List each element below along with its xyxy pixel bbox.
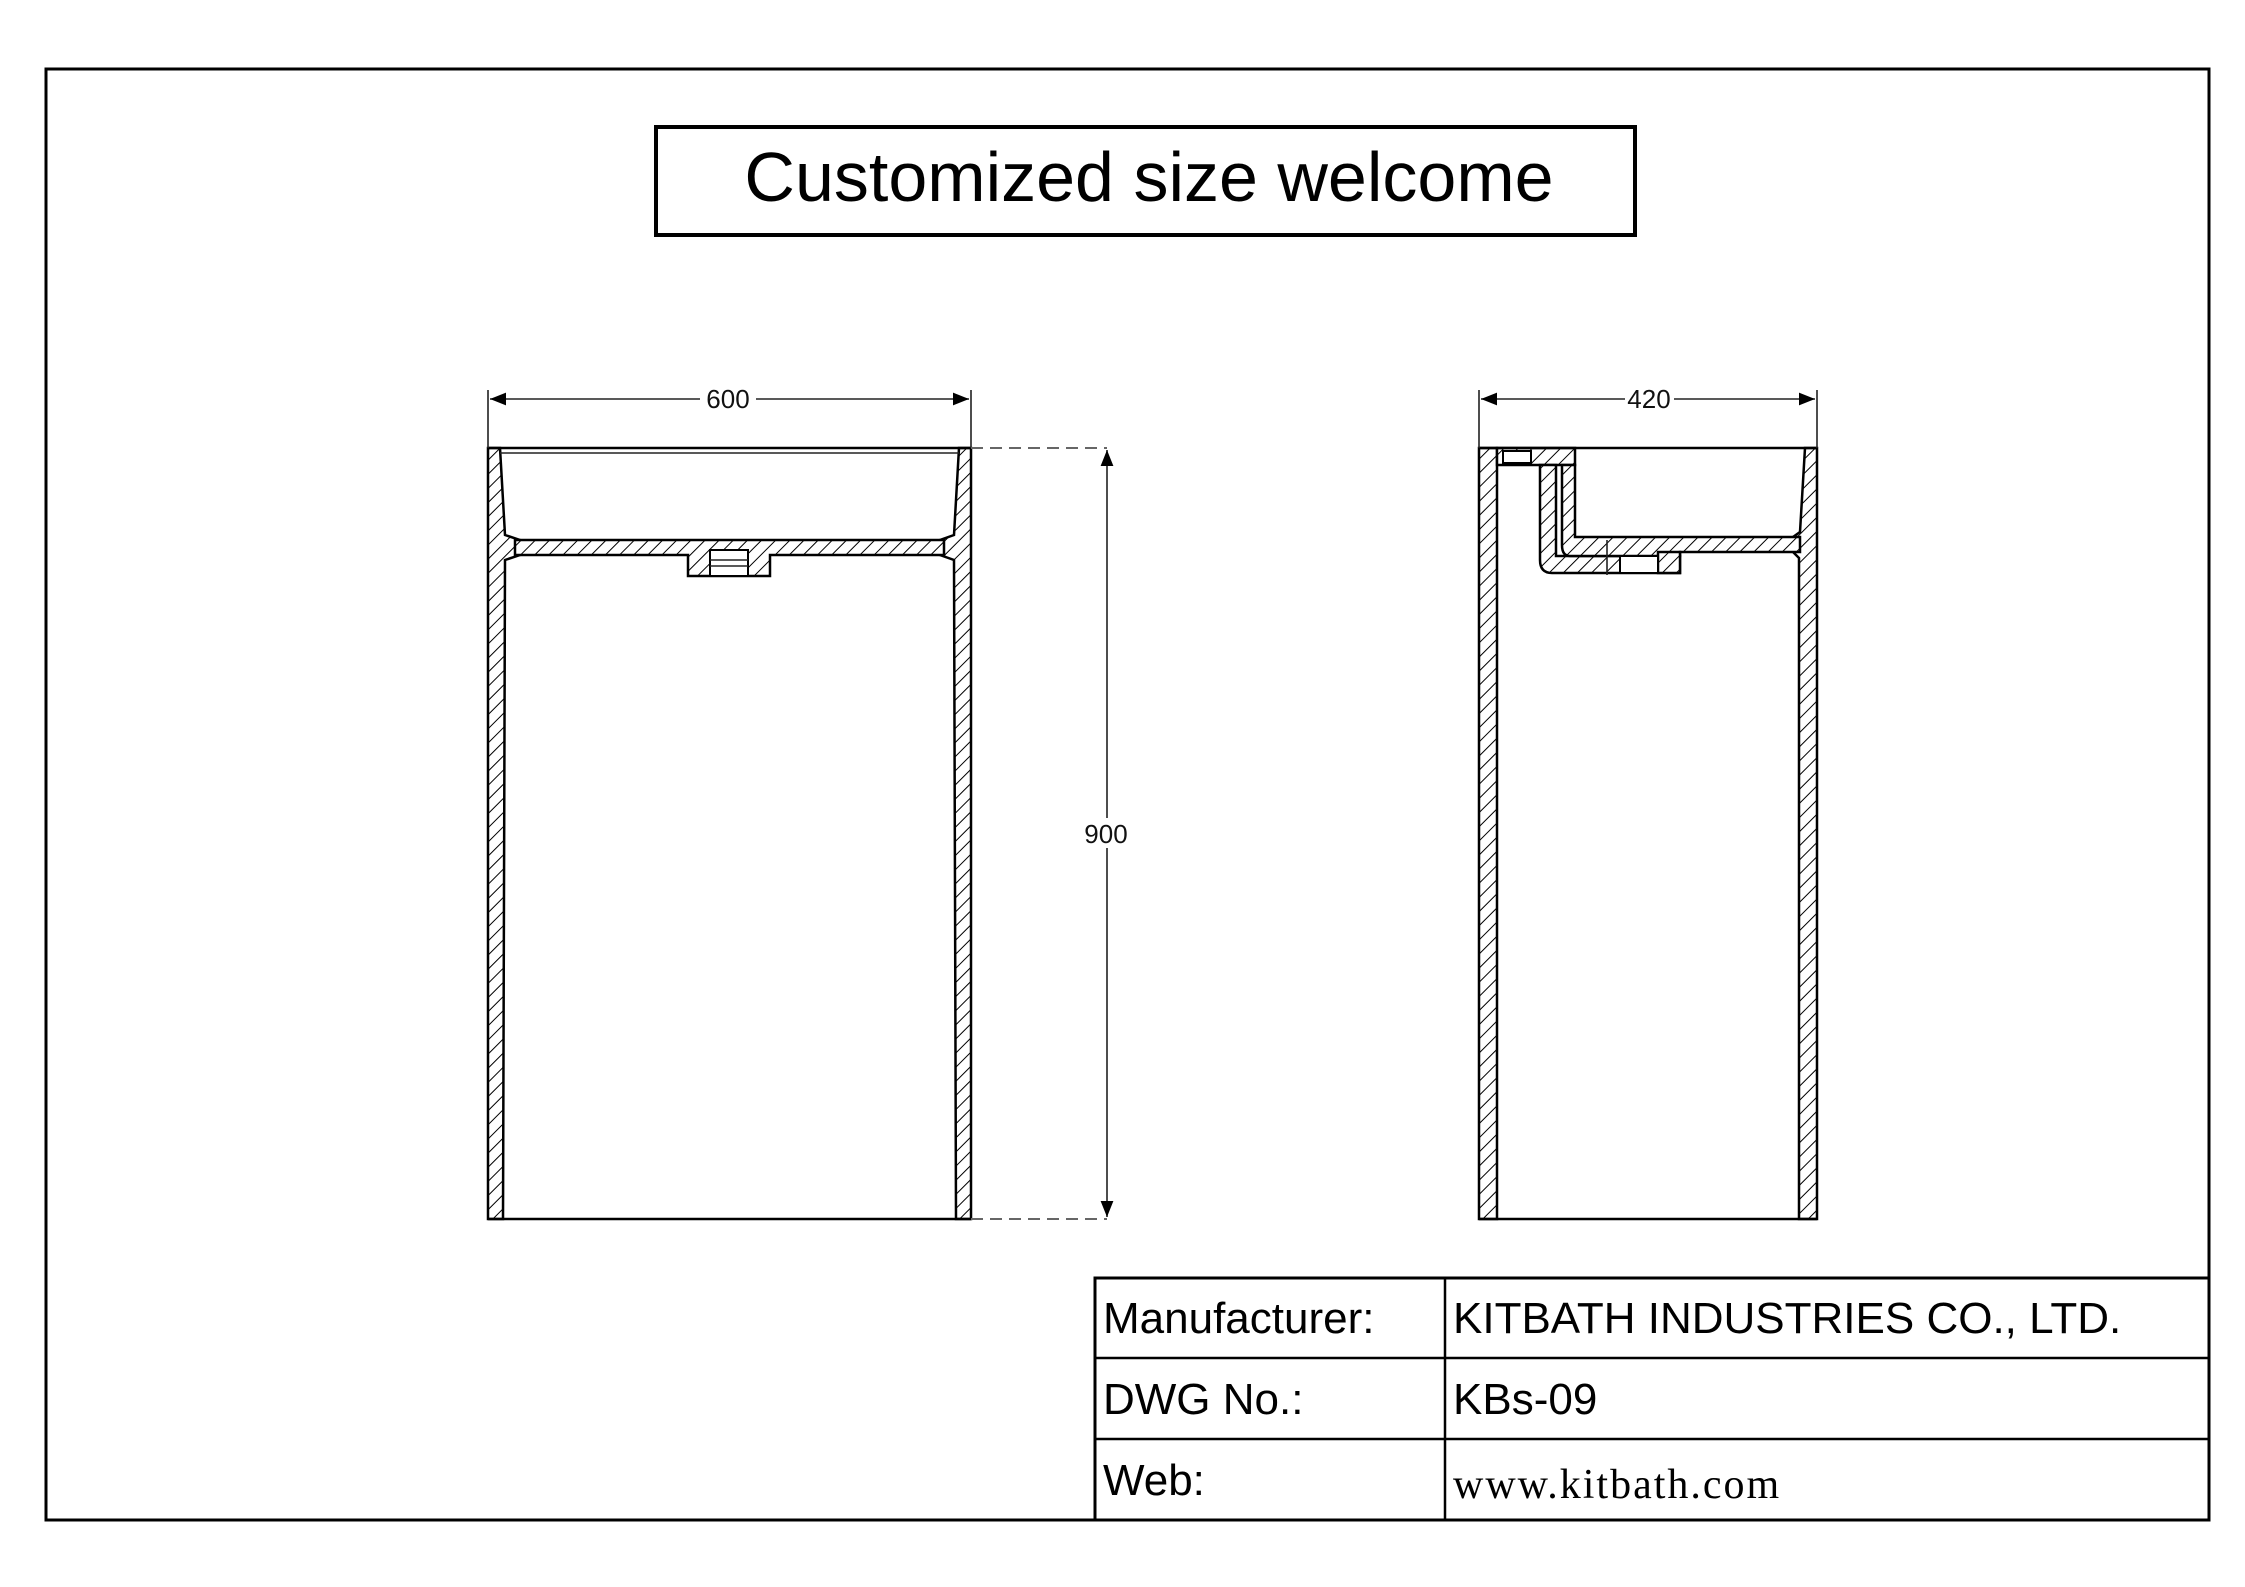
front-view: 600 900 [486, 384, 1132, 1221]
side-view: 420 [1477, 384, 1819, 1221]
dwg-no-label: DWG No.: [1103, 1375, 1303, 1424]
title-block-table: Manufacturer: KITBATH INDUSTRIES CO., LT… [1093, 1276, 2211, 1522]
web-label: Web: [1103, 1456, 1205, 1505]
title-box: Customized size welcome [654, 125, 1637, 237]
depth-dimension: 420 [1627, 384, 1670, 414]
manufacturer-label: Manufacturer: [1103, 1294, 1374, 1343]
dwg-no-value: KBs-09 [1453, 1375, 1597, 1424]
manufacturer-value: KITBATH INDUSTRIES CO., LTD. [1453, 1294, 2121, 1343]
web-value: www.kitbath.com [1453, 1462, 1781, 1508]
width-dimension: 600 [706, 384, 749, 414]
page-title: Customized size welcome [744, 138, 1553, 216]
height-dimension: 900 [1084, 819, 1127, 849]
